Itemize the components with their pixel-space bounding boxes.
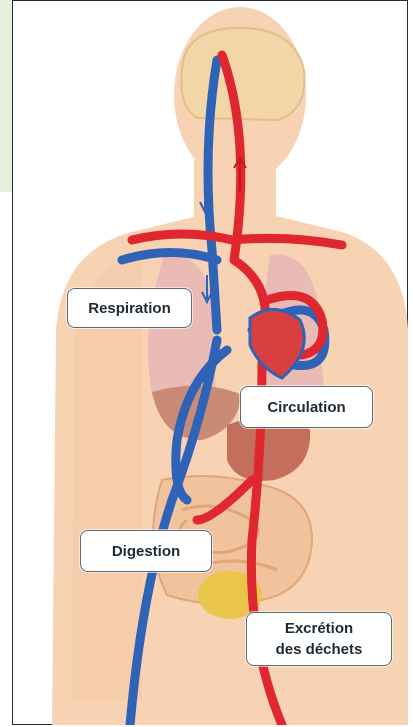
brain [181,28,304,120]
digestion-label: Digestion [80,530,212,572]
excretion-label-line2: des déchets [276,639,363,660]
respiration-label: Respiration [67,288,192,328]
excretion-label: Excrétion des déchets [246,612,392,666]
circulation-label: Circulation [240,386,373,428]
side-panel [0,0,12,192]
excretion-label-line1: Excrétion [285,618,353,639]
